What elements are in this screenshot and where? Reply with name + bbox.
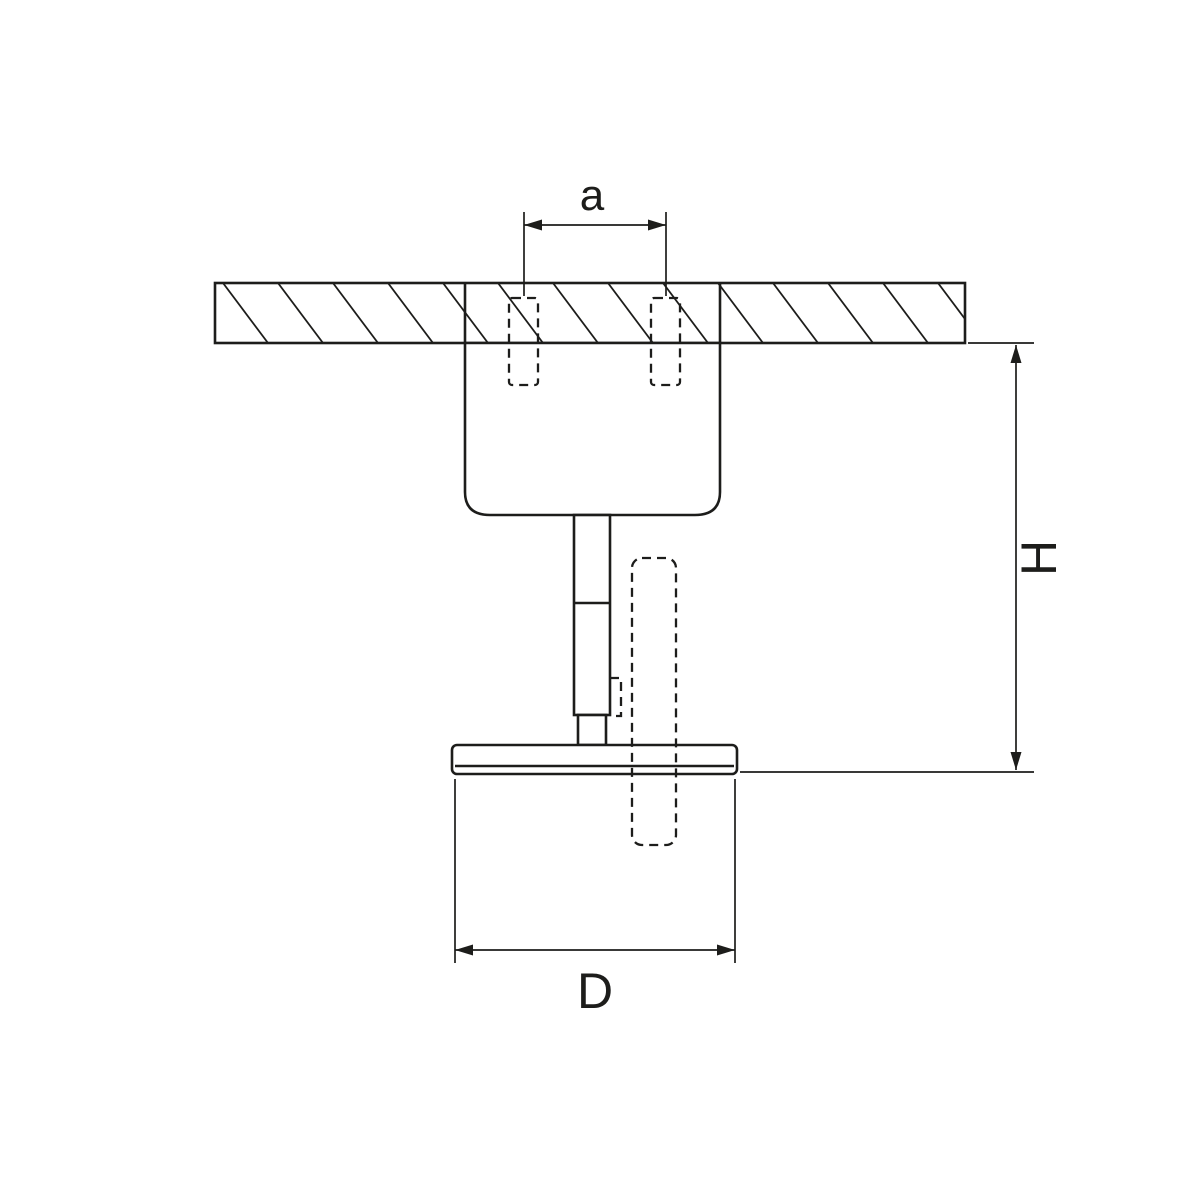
disc-outline — [450, 743, 739, 776]
dim-a-arrow-right — [648, 219, 666, 231]
stem-upper-section — [572, 513, 612, 717]
dim-a-arrow-left — [524, 219, 542, 231]
dim-h-arrow-bottom — [1010, 752, 1022, 770]
dimension-a: a — [523, 171, 667, 296]
ceiling-slab — [213, 281, 967, 345]
ceiling-hatched-band — [213, 281, 967, 345]
dim-a-label: a — [580, 171, 605, 220]
anchor-screw-left-dashed — [507, 296, 540, 387]
dim-d-arrow-right — [717, 944, 735, 956]
dimension-h: H — [740, 342, 1067, 773]
stem-arm — [572, 513, 623, 747]
dim-h-label: H — [1011, 540, 1067, 576]
dim-d-label: D — [577, 963, 613, 1019]
swivel-collar-dashed — [610, 676, 623, 718]
stem-lower-collar — [576, 713, 608, 747]
anchor-screw-right-dashed — [649, 296, 682, 387]
dim-d-arrow-left — [455, 944, 473, 956]
lamp-body-rotated-dashed — [630, 556, 678, 847]
dimension-d: D — [454, 779, 736, 1019]
lamp-head-disc — [450, 743, 739, 776]
dim-h-arrow-top — [1010, 345, 1022, 363]
mounting-box — [463, 341, 722, 517]
